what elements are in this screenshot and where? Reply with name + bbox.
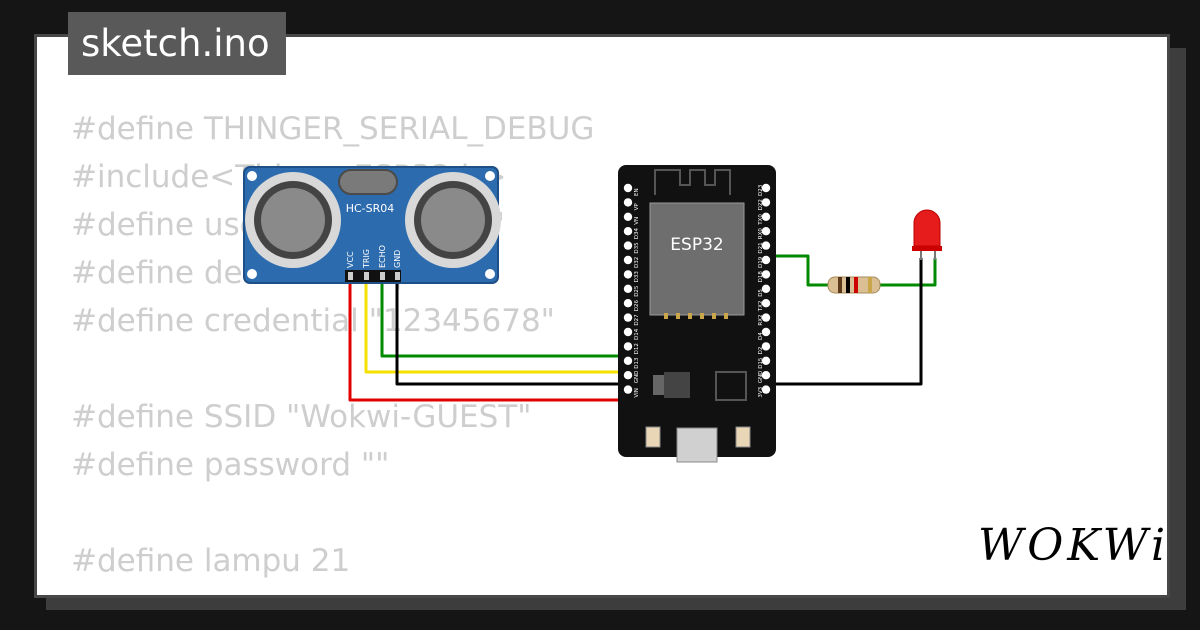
sensor-pin-label: TRIG [362,249,371,269]
board-pin [623,284,633,293]
board-pin [623,299,633,308]
file-tab[interactable]: sketch.ino [68,12,286,75]
code-line: #define THINGER_SERIAL_DEBUG [71,111,595,147]
board-pin [623,183,633,193]
code-line: #define echo 12 [71,585,594,595]
board-pin [761,212,771,221]
board-pin-label: D15 [758,357,764,369]
board-pin-label: D2 [758,347,764,355]
board-pin-label: TX2 [758,301,764,313]
sensor-label: HC-SR04 [346,202,395,215]
board-pin [761,371,771,380]
code-line: #define lampu 21 [71,543,351,579]
board-pin-label: D13 [634,357,640,369]
wire-led-gnd [768,258,923,386]
board-pin [761,313,771,322]
wire-trig [364,280,627,374]
board-pin-label: D12 [634,343,640,354]
board-pin [623,385,633,394]
board-pin-label: D21 [758,242,764,253]
board-pin-label: D27 [634,314,640,326]
board-pin-label: D33 [634,271,640,283]
code-line: #define SSID "Wokwi-GUEST" [71,399,532,435]
wire-vcc [348,280,627,402]
board-pin [761,342,771,351]
board-pin [623,327,633,337]
code-line: #define password "" [71,447,390,483]
board-pin [623,313,633,322]
board-pin-label: D18 [758,271,764,283]
board-pin [623,241,633,250]
board-pin-label: D25 [634,285,640,297]
board-pin-label: D5 [758,289,764,297]
board-pin-label: D22 [758,199,764,210]
red-led [912,209,942,260]
wire-echo [380,280,627,358]
wire-gnd [395,280,627,386]
wire-led-resistor [770,254,828,287]
resistor [827,276,881,294]
wire-resistor-led [880,258,937,287]
board-pin-label: EN [634,188,640,196]
board-pin-label: RX2 [758,315,764,326]
board-pin [761,270,771,279]
board-pin [623,356,633,365]
board-pin-label: VN [634,217,640,225]
board-pin [761,284,771,293]
board-pin [761,241,771,250]
board-pin-label: TX0 [758,214,764,226]
board-pin-label: D32 [634,257,640,268]
hc-sr04-sensor: HC-SR04 VCC TRIG ECHO GND [243,166,501,284]
board-pin [761,227,771,236]
board-pin [761,183,771,193]
board-pin [761,385,771,394]
board-pin [623,371,633,380]
board-pin [761,299,771,308]
board-pin-label: D4 [758,332,764,340]
wokwi-logo: WOKWi [978,520,1170,571]
board-pin [761,327,771,337]
board-pin-label: VP [634,203,640,211]
board-pin-label: D23 [758,184,764,196]
board-label: ESP32 [670,235,723,255]
board-pin [761,356,771,365]
board-pin [623,198,633,207]
board-pin-label: GND [634,371,640,384]
board-pin-label: D26 [634,299,640,311]
board-pin-label: D35 [634,242,640,254]
board-pin-label: D14 [634,328,640,340]
board-pin-label: RX0 [758,228,764,240]
board-pin [623,212,633,221]
sensor-pin-label: GND [393,250,402,268]
board-pin [623,270,633,279]
esp32-board: ESP32 ENVPVND34D35D32D33D25D26D27D14D12D… [618,165,776,463]
board-pin [623,227,633,236]
board-pin-label: VIN [634,388,640,398]
board-pin-label: D19 [758,256,764,268]
board-pin [623,255,633,265]
board-pin [761,198,771,207]
code-line: #define credential "12345678" [71,303,555,339]
board-pin-label: D34 [634,227,640,239]
sensor-pin-label: VCC [346,251,355,268]
sensor-pin-label: ECHO [378,245,387,268]
board-pin-label: 3V3 [758,386,764,397]
board-pin [761,255,771,265]
board-pin-label: GND [758,371,764,384]
board-pin [623,342,633,351]
